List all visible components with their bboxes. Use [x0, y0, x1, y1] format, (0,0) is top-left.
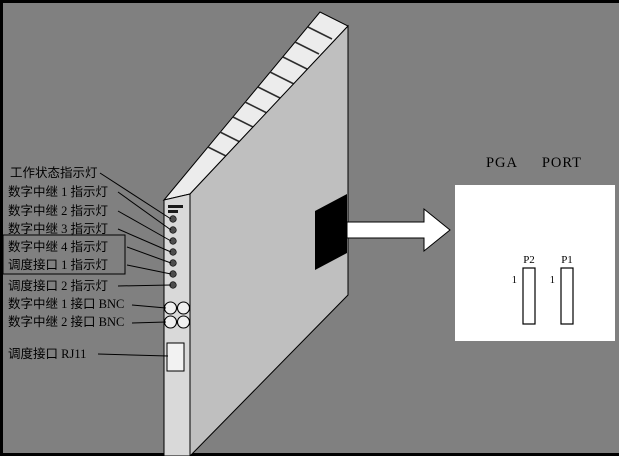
faceplate	[163, 193, 191, 456]
bnc-barrel	[176, 301, 191, 315]
leader-line-trunk-1	[117, 191, 172, 231]
leader-lines	[97, 172, 172, 357]
bnc-barrel	[176, 315, 191, 329]
hatch-tick	[294, 41, 320, 55]
connector-p2-pin1-label: 1	[512, 275, 517, 286]
marking-bar	[168, 205, 183, 208]
connector-p2-body	[522, 267, 536, 325]
frame-border-left	[0, 0, 3, 456]
connector-p1-label: P1	[561, 254, 573, 266]
hatch-tick	[257, 86, 283, 100]
detail-connector-p1: P1 1	[550, 254, 574, 325]
label-trunk-3-led: 数字中继 3 指示灯	[8, 221, 108, 236]
label-work-status-led: 工作状态指示灯	[10, 165, 98, 180]
frame-border-bottom	[0, 453, 619, 456]
label-dispatch-1-led: 调度接口 1 指示灯	[8, 257, 108, 272]
detail-connector-p2: P2 1	[512, 254, 536, 325]
faceplate-marking	[168, 205, 183, 213]
label-rj11: 调度接口 RJ11	[8, 346, 86, 361]
bnc-barrel	[163, 315, 178, 329]
rj11-jack	[166, 342, 185, 372]
bnc-connector-2	[163, 315, 191, 329]
led-work-status	[169, 215, 177, 223]
hatch-tick	[269, 71, 295, 85]
label-trunk-2-led: 数字中继 2 指示灯	[8, 203, 108, 218]
callout-arrow	[346, 207, 451, 253]
led-trunk-2	[169, 237, 177, 245]
leader-line-dispatch-2	[117, 284, 172, 287]
hatch-tick	[282, 56, 308, 70]
marking-bar	[168, 210, 178, 213]
hatch-tick	[244, 101, 270, 115]
label-bnc-2: 数字中继 2 接口 BNC	[8, 314, 124, 329]
label-bnc-1: 数字中继 1 接口 BNC	[8, 296, 124, 311]
leader-line-bnc-1	[131, 304, 167, 309]
connector-p1-pin1-label: 1	[550, 275, 555, 286]
leader-line-bnc-2	[131, 321, 167, 324]
leader-line-trunk-2	[117, 210, 172, 242]
leader-line-rj11	[97, 353, 169, 357]
label-dispatch-2-led: 调度接口 2 指示灯	[8, 278, 108, 293]
leader-line-dispatch-1	[126, 264, 172, 275]
led-trunk-1	[169, 226, 177, 234]
leader-line-trunk-4	[126, 246, 172, 264]
label-trunk-4-led: 数字中继 4 指示灯	[8, 239, 108, 254]
pga-port-title: PGA PORT	[486, 155, 582, 171]
highlight-box-around-labels	[2, 234, 126, 275]
hatch-tick	[307, 26, 333, 40]
led-trunk-3	[169, 248, 177, 256]
panel-labels: 工作状态指示灯 数字中继 1 指示灯 数字中继 2 指示灯 数字中继 3 指示灯…	[2, 165, 126, 361]
bnc-connector-1	[163, 301, 191, 315]
bnc-barrel	[163, 301, 178, 315]
leader-line-trunk-3	[117, 228, 172, 253]
connector-p1-body	[560, 267, 574, 325]
leader-line-work-status	[99, 172, 172, 220]
connector-p2-label: P2	[523, 254, 535, 266]
frame-border-top	[0, 0, 619, 3]
pga-connector-on-board	[315, 194, 347, 270]
label-trunk-1-led: 数字中继 1 指示灯	[8, 184, 108, 199]
led-column	[169, 215, 177, 289]
top-edge-hatching	[207, 26, 333, 160]
